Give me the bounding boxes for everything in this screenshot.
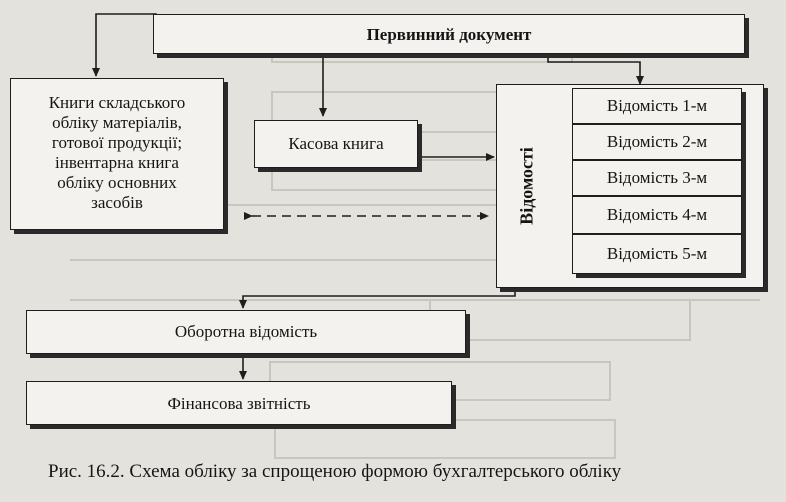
turnover-statement-box: Оборотна відомість bbox=[26, 310, 466, 354]
turnover-statement-label: Оборотна відомість bbox=[174, 322, 318, 341]
primary-document-label: Первинний документ bbox=[366, 25, 532, 44]
statement-1m-box: Відомість 1-м bbox=[572, 88, 742, 124]
statement-3m-box: Відомість 3-м bbox=[572, 160, 742, 196]
figure-caption: Рис. 16.2. Схема обліку за спрощеною фор… bbox=[48, 461, 622, 482]
cash-book-box: Касова книга bbox=[254, 120, 418, 168]
statement-3m-label: Відомість 3-м bbox=[606, 168, 708, 187]
statement-5m-label: Відомість 5-м bbox=[606, 244, 708, 263]
arrow-statements-to-turnover bbox=[239, 288, 516, 309]
statement-4m-box: Відомість 4-м bbox=[572, 196, 742, 234]
arrow-primary-to-books bbox=[92, 13, 157, 77]
cash-book-label: Касова книга bbox=[288, 134, 384, 153]
financial-reporting-box: Фінансова звітність bbox=[26, 381, 452, 425]
statement-2m-label: Відомість 2-м bbox=[606, 132, 708, 151]
statements-group-label: Відомості bbox=[516, 147, 537, 225]
arrow-primary-to-statements bbox=[547, 54, 644, 85]
statement-1m-label: Відомість 1-м bbox=[606, 96, 708, 115]
statement-4m-label: Відомість 4-м bbox=[606, 205, 708, 224]
primary-document-box: Первинний документ bbox=[153, 14, 745, 54]
warehouse-books-box: Книги складського обліку матеріалів, гот… bbox=[10, 78, 224, 230]
warehouse-books-label: Книги складського обліку матеріалів, гот… bbox=[48, 93, 186, 212]
financial-reporting-label: Фінансова звітність bbox=[167, 394, 311, 413]
statement-2m-box: Відомість 2-м bbox=[572, 124, 742, 160]
statement-5m-box: Відомість 5-м bbox=[572, 234, 742, 274]
